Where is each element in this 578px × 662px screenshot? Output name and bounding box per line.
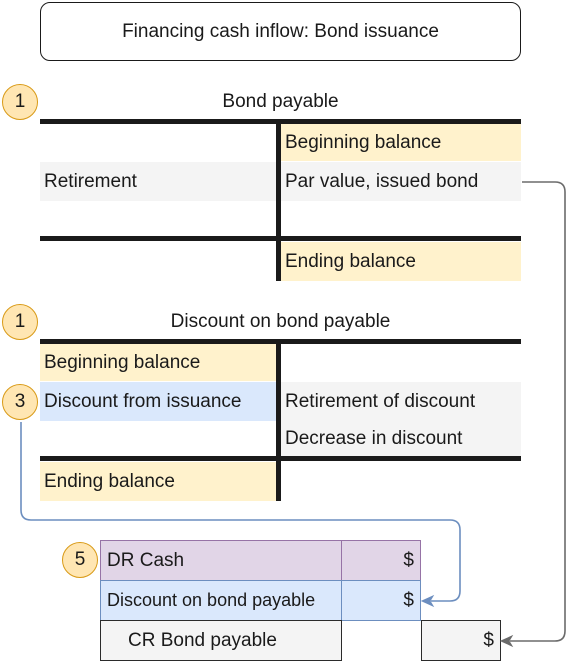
step-badge-issuance: 3 (2, 384, 38, 420)
discount-decrease: Decrease in discount (281, 421, 521, 457)
discount-center-rule (276, 339, 281, 501)
journal-dr-cash-account: DR Cash (100, 540, 342, 581)
diagram-title: Financing cash inflow: Bond issuance (40, 2, 521, 61)
bond-payable-ending-balance: Ending balance (281, 242, 521, 281)
discount-heading: Discount on bond payable (170, 311, 391, 332)
step-badge-journal: 5 (62, 542, 98, 578)
bond-payable-par-value: Par value, issued bond (281, 162, 521, 201)
bond-payable-retirement: Retirement (40, 162, 276, 201)
bond-payable-heading: Bond payable (222, 91, 339, 112)
arrowhead-discount-entry (420, 594, 435, 608)
arrowhead-cr-bond (499, 634, 514, 648)
connector-issuance-to-discount-entry (20, 422, 461, 602)
discount-bottom-rule (40, 456, 521, 461)
journal-discount-amount: $ (341, 580, 421, 621)
journal-cr-bond-account: CR Bond payable (100, 620, 342, 661)
discount-ending-balance: Ending balance (40, 462, 276, 501)
discount-retirement: Retirement of discount (281, 382, 521, 421)
journal-dr-cash-amount: $ (341, 540, 421, 581)
bond-payable-beginning-balance: Beginning balance (281, 124, 521, 161)
bond-payable-bottom-rule (40, 236, 521, 241)
discount-beginning-balance: Beginning balance (40, 344, 276, 381)
connector-par-value-to-cr-bond (510, 181, 566, 642)
journal-cr-bond-amount: $ (421, 620, 501, 661)
discount-from-issuance: Discount from issuance (40, 382, 276, 421)
step-badge-discount: 1 (2, 304, 38, 340)
step-badge-bond-payable: 1 (2, 84, 38, 120)
bond-payable-center-rule (276, 119, 281, 281)
